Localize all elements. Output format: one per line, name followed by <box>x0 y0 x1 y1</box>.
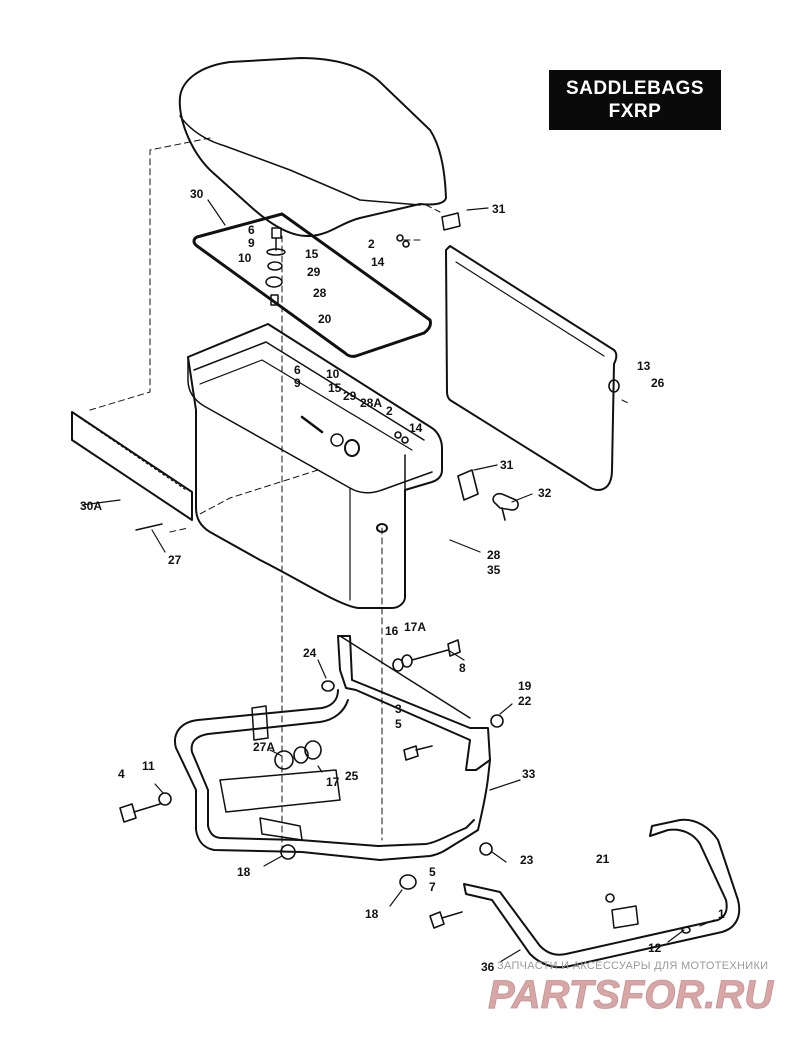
callout-31: 31 <box>492 202 506 216</box>
callout-9: 9 <box>248 236 255 250</box>
callout-28-lower: 28 <box>487 548 501 562</box>
fasteners <box>119 234 691 934</box>
callout-8: 8 <box>459 661 466 675</box>
callout-20: 20 <box>318 312 332 326</box>
leader-lines <box>81 199 715 963</box>
callout-19: 19 <box>518 679 532 693</box>
callout-25: 25 <box>345 769 359 783</box>
callout-14b: 14 <box>409 421 423 435</box>
callout-27A: 27A <box>253 740 276 754</box>
title-line-2: FXRP <box>608 101 662 122</box>
callout-21: 21 <box>596 852 610 866</box>
callout-2: 2 <box>368 237 375 251</box>
callout-31b: 31 <box>500 458 514 472</box>
callout-3: 3 <box>395 702 402 716</box>
hinge-rail <box>71 411 193 531</box>
callout-12: 12 <box>648 941 662 955</box>
callout-32: 32 <box>538 486 552 500</box>
callout-17A: 17A <box>404 620 427 634</box>
callout-17: 17 <box>326 775 340 789</box>
callout-13: 13 <box>637 359 651 373</box>
callout-35: 35 <box>487 563 501 577</box>
callout-18: 18 <box>237 865 251 879</box>
callout-24: 24 <box>303 646 317 660</box>
callout-28: 28 <box>313 286 327 300</box>
tube-frame <box>174 689 491 861</box>
callout-30A: 30A <box>80 499 103 513</box>
watermark-logo-text: PARTSFOR.RU <box>488 973 774 1017</box>
title-line-1: SADDLEBAGS <box>565 78 704 99</box>
lid-gasket <box>192 212 432 358</box>
callout-28A: 28A <box>360 396 383 410</box>
callout-33: 33 <box>522 767 536 781</box>
callout-5b: 5 <box>429 865 436 879</box>
callout-10b: 10 <box>326 367 340 381</box>
callout-29b: 29 <box>343 389 357 403</box>
latch-parts <box>457 469 519 521</box>
callout-22: 22 <box>518 694 532 708</box>
callout-4: 4 <box>118 767 125 781</box>
callout-18b: 18 <box>365 907 379 921</box>
watermark-caption: ЗАПЧАСТИ И АКСЕССУАРЫ ДЛЯ МОТОТЕХНИКИ <box>497 960 769 972</box>
callout-30: 30 <box>190 187 204 201</box>
callout-6b: 6 <box>294 363 301 377</box>
callout-27: 27 <box>168 553 182 567</box>
callout-16: 16 <box>385 624 399 638</box>
callout-23: 23 <box>520 853 534 867</box>
callout-15b: 15 <box>328 381 342 395</box>
saddlebag-lid <box>178 57 447 238</box>
assembly-lines <box>89 137 631 851</box>
callout-6: 6 <box>248 223 255 237</box>
callout-14: 14 <box>371 255 385 269</box>
rear-tube <box>463 818 741 969</box>
callout-15: 15 <box>305 247 319 261</box>
saddlebag-body <box>187 323 443 609</box>
callout-7: 7 <box>429 880 436 894</box>
callout-29: 29 <box>307 265 321 279</box>
callout-26: 26 <box>651 376 665 390</box>
callout-2b: 2 <box>386 404 393 418</box>
mounting-bracket <box>337 635 491 771</box>
diagram-title: SADDLEBAGS FXRP <box>549 70 721 130</box>
callout-9b: 9 <box>294 376 301 390</box>
callout-10: 10 <box>238 251 252 265</box>
watermark-logo: PARTSFOR.RU <box>488 973 775 1018</box>
callout-1: 1 <box>718 907 725 921</box>
callout-11: 11 <box>142 759 155 773</box>
callout-36: 36 <box>481 960 495 974</box>
side-panel <box>445 245 618 491</box>
callout-5: 5 <box>395 717 402 731</box>
